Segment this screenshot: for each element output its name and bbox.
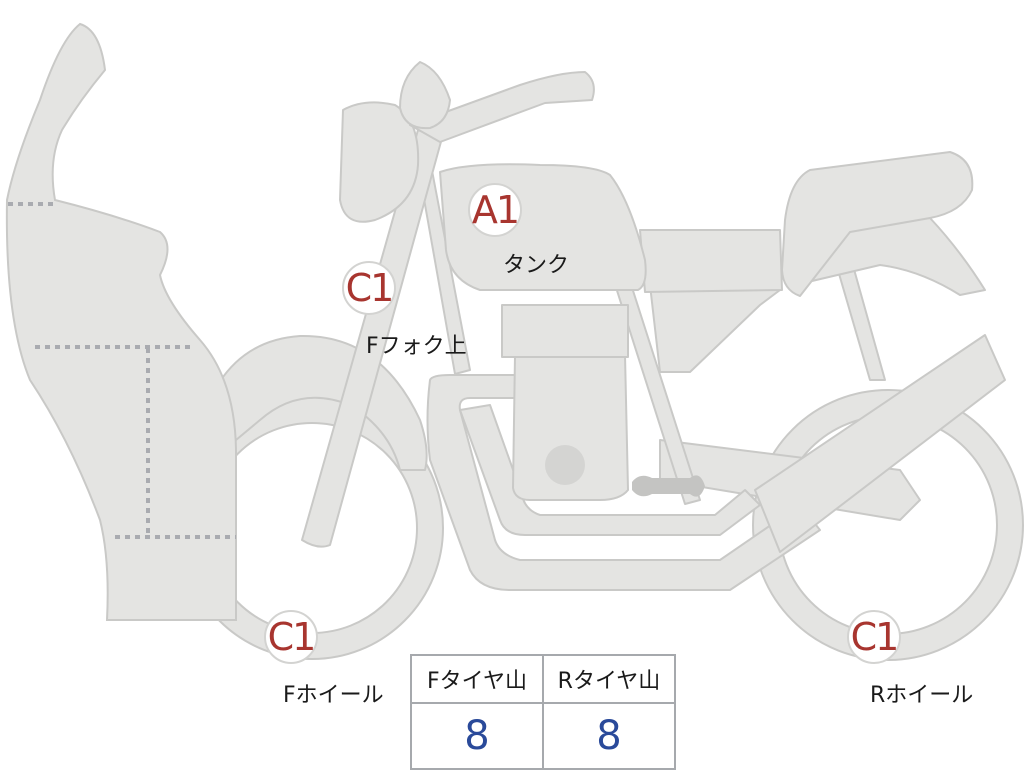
engine	[512, 354, 629, 501]
front-tire-header: Fタイヤ山	[410, 654, 544, 704]
handlebar	[409, 71, 595, 143]
tank-code-badge: A1	[468, 183, 522, 237]
fork-upper-code-badge: C1	[342, 261, 396, 315]
front-wheel-code-badge: C1	[264, 610, 318, 664]
engine-head	[501, 304, 629, 358]
front-fork	[301, 129, 443, 548]
exhaust-pipe	[426, 374, 821, 591]
tire-tread-table: Fタイヤ山 Rタイヤ山 8 8	[410, 654, 676, 770]
front-wheel-label: Fホイール	[283, 683, 384, 708]
rear-shock	[754, 334, 1006, 553]
rear-wheel-code-badge: C1	[847, 610, 901, 664]
front-tire-value: 8	[410, 702, 544, 770]
seat	[781, 151, 974, 297]
rear-tire-value: 8	[542, 702, 676, 770]
headlight	[339, 101, 420, 223]
riding-suit	[5, 22, 237, 621]
mirror	[399, 61, 451, 130]
rear-wheel-label: Rホイール	[870, 683, 974, 708]
rear-tire-header: Rタイヤ山	[542, 654, 676, 704]
tank-label: タンク	[503, 253, 570, 278]
fork-upper-label: Fフォク上	[366, 334, 467, 359]
